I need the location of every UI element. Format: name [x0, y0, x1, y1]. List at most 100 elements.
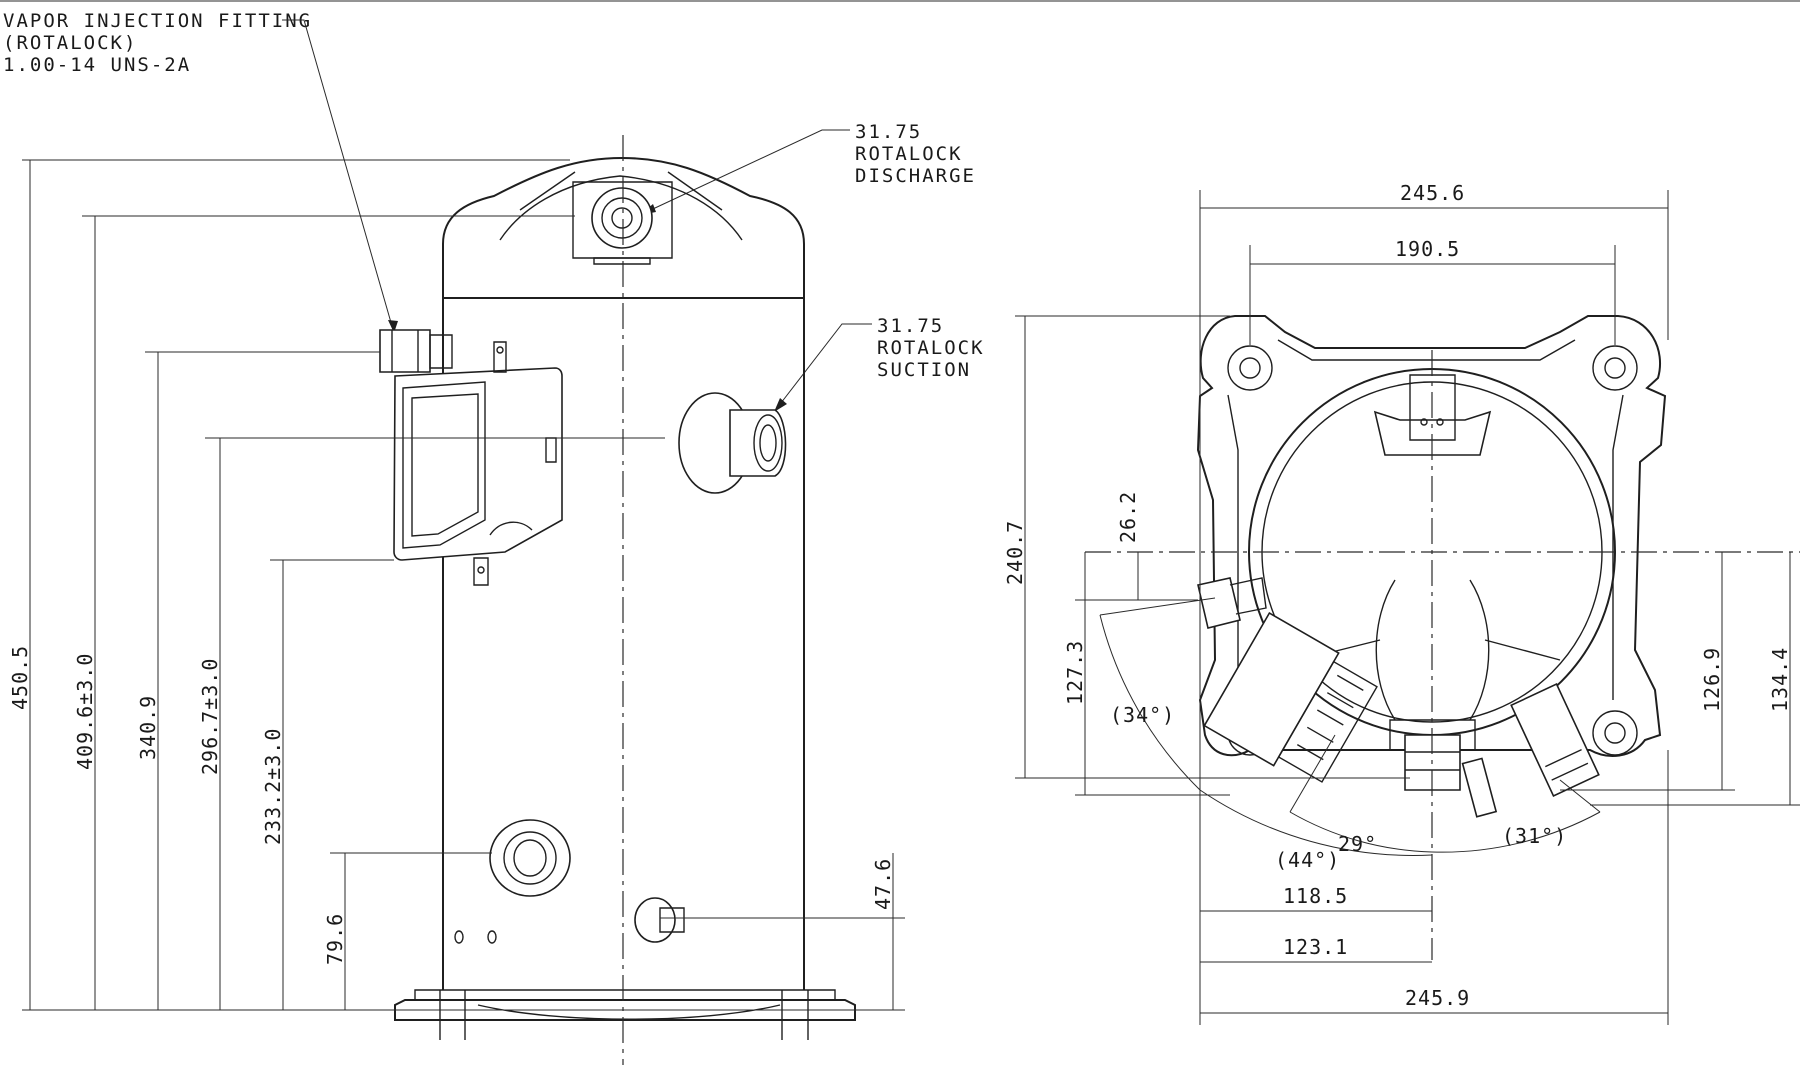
dome-rib: [1469, 579, 1490, 721]
top-view-plate-rib: [1277, 339, 1576, 361]
tab-hole: [496, 346, 504, 354]
dim-overall-depth: 240.7: [1003, 520, 1027, 585]
dim-overall-height: 450.5: [8, 645, 32, 710]
mount-hole-bottom-right-inner: [1604, 722, 1626, 744]
dim-mount-hole-spacing: 190.5: [1395, 237, 1460, 261]
service-fitting-body: [634, 897, 676, 943]
callout-vapor-line-3: 1.00-14 UNS-2A: [3, 54, 191, 76]
callout-discharge-line-1: 31.75: [855, 121, 922, 143]
mount-hole-top-right-inner: [1604, 357, 1626, 379]
bracket-hole: [1420, 418, 1428, 426]
vapor-fitting-body: [429, 334, 453, 369]
angle-leader-31: [1559, 779, 1601, 813]
dim-bottom-fitting-height: 47.6: [871, 858, 895, 910]
dome-rib-left: [519, 171, 576, 211]
compressor-shell: [379, 135, 856, 1065]
top-view-bracket: [1373, 410, 1492, 456]
side-view: VAPOR INJECTION FITTING (ROTALOCK) 1.00-…: [3, 10, 985, 1065]
base-plate-rail: [394, 999, 856, 1021]
junction-box-cable-gland: [489, 521, 533, 536]
callout-suction-line-1: 31.75: [877, 315, 944, 337]
mount-hole-top-left-inner: [1239, 357, 1261, 379]
leader-vapor-injection: [282, 19, 395, 334]
top-view-junction-box: [1203, 611, 1378, 783]
angle-leader-34: [1099, 597, 1216, 616]
dome-rib: [1484, 639, 1561, 661]
callout-discharge-line-3: DISCHARGE: [855, 165, 976, 187]
leader-arrowhead: [388, 320, 398, 333]
angle-34: (34°): [1110, 703, 1175, 727]
junction-box-lid-inner: [411, 393, 479, 537]
vapor-injection-fitting: [379, 329, 453, 373]
dim-offset-26-2: 26.2: [1116, 491, 1140, 543]
oil-sight-glass: [489, 819, 571, 897]
top-view-plate-left-rib: [1227, 394, 1239, 700]
mounting-base-plate: [394, 989, 856, 1040]
junction-box-tab-bottom: [473, 557, 489, 586]
angle-31: (31°): [1502, 824, 1567, 848]
dim-118-5: 118.5: [1283, 884, 1348, 908]
suction-fitting-hex: [1545, 749, 1589, 781]
suction-port-inner: [759, 424, 777, 462]
discharge-fitting: [572, 181, 673, 265]
callout-discharge-line-2: ROTALOCK: [855, 143, 963, 165]
side-view-dimension-labels: 450.5 409.6±3.0 340.9 296.7±3.0 233.2±3.…: [8, 645, 895, 965]
top-view-plate-right-rib: [1612, 394, 1624, 700]
vapor-fitting-nut: [379, 329, 431, 373]
arc-34: [1099, 614, 1201, 791]
dim-vapor-height: 409.6±3.0: [73, 653, 97, 770]
discharge-boss-top: [1389, 719, 1476, 751]
junction-box-top: [1203, 611, 1340, 767]
top-view-vapor-fitting: [1197, 577, 1241, 629]
dim-sight-height: 233.2±3.0: [261, 728, 285, 845]
suction-port: [753, 414, 783, 472]
mount-hole-top-left: [1227, 345, 1273, 391]
side-view-extension-lines: [22, 159, 905, 1011]
dome-rib: [1375, 579, 1396, 721]
bracket-hole: [1436, 418, 1444, 426]
junction-box-lid: [402, 381, 486, 549]
discharge-base: [593, 257, 651, 265]
top-view-mount-plate: [1196, 315, 1667, 757]
tab-hole: [477, 566, 485, 574]
discharge-port: [591, 187, 653, 249]
dim-offset-127-3: 127.3: [1063, 640, 1087, 705]
junction-box-tab-top: [493, 341, 507, 373]
callout-vapor-line-2: (ROTALOCK): [3, 32, 137, 54]
dome-rib-right: [667, 171, 723, 211]
sight-glass-nut: [503, 831, 557, 885]
angle-29: 29°: [1338, 832, 1377, 856]
top-view-bracket-tab: [1409, 374, 1456, 441]
leader-arrowhead: [774, 398, 787, 412]
top-view-vapor-body: [1229, 577, 1267, 615]
shell-top-dome: [442, 156, 805, 299]
leader-discharge: [639, 129, 850, 216]
discharge-port-inner: [601, 197, 643, 239]
pipe-body: [1461, 757, 1498, 818]
junction-box-terminals: [1296, 674, 1364, 761]
lower-service-fitting: [634, 897, 685, 943]
dim-lower-fitting-height: 79.6: [323, 913, 347, 965]
junction-box-side: [1277, 660, 1378, 783]
junction-box: [393, 341, 563, 586]
callout-suction-line-3: SUCTION: [877, 359, 971, 381]
dim-right-126-9: 126.9: [1700, 647, 1724, 712]
arc-31: [1431, 811, 1601, 853]
dim-right-134-4: 134.4: [1768, 647, 1792, 712]
base-plate-top: [414, 989, 836, 1000]
suction-fitting: [678, 392, 787, 494]
dim-junction-height: 296.7±3.0: [198, 658, 222, 775]
dim-123-1: 123.1: [1283, 935, 1348, 959]
top-view-suction-fitting: [1510, 683, 1600, 797]
shell-mark: [487, 930, 497, 944]
leader-suction: [773, 323, 872, 413]
suction-nut: [729, 409, 787, 477]
base-plate-grommets: [439, 990, 809, 1040]
dim-overall-width-bottom: 245.9: [1405, 986, 1470, 1010]
callout-vapor-injection: VAPOR INJECTION FITTING (ROTALOCK) 1.00-…: [3, 10, 398, 334]
callout-suction-line-2: ROTALOCK: [877, 337, 985, 359]
sight-glass-lens: [513, 839, 547, 877]
angle-44: (44°): [1275, 848, 1340, 872]
arc-29: [1289, 811, 1433, 853]
dim-suction-height: 340.9: [136, 695, 160, 760]
